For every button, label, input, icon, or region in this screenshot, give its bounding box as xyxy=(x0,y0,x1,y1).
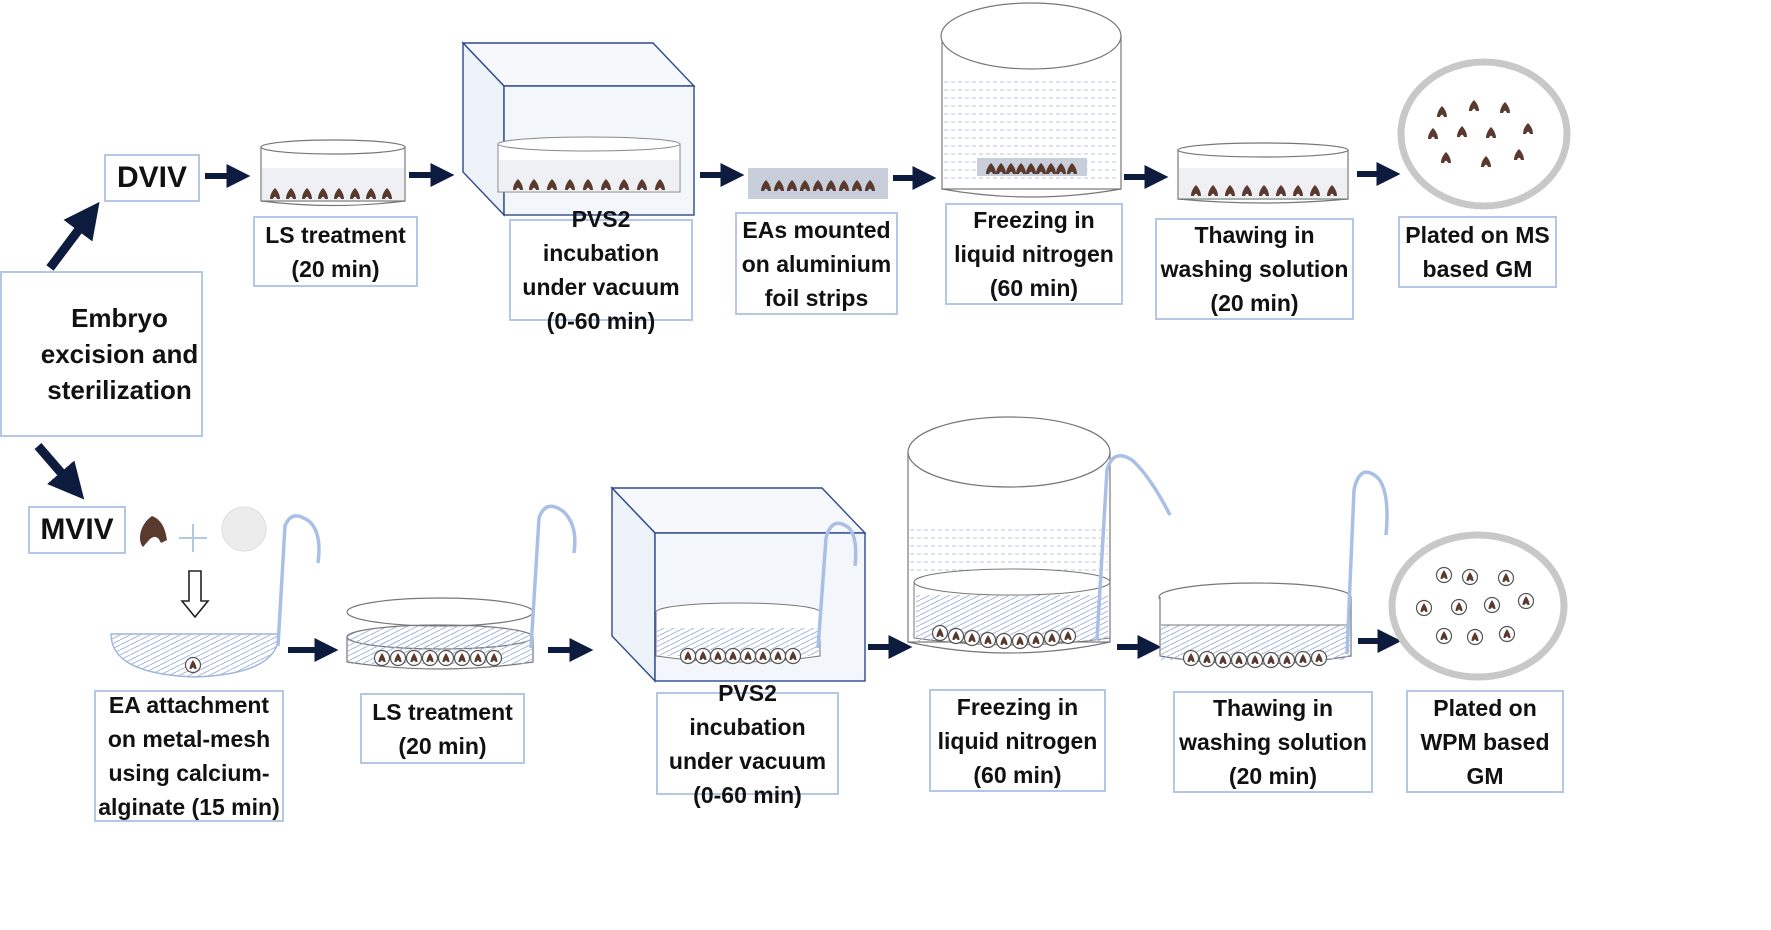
mviv-step-ea-attachment: EA attachment on metal-mesh using calciu… xyxy=(94,690,284,822)
dviv-label-box: DVIV xyxy=(104,154,200,202)
start-label: Embryo excision and sterilization xyxy=(40,303,199,405)
arrow-start-to-dviv xyxy=(46,201,100,271)
mviv-step-freezing: Freezing in liquid nitrogen (60 min) xyxy=(929,689,1106,792)
mviv-label-box: MVIV xyxy=(28,506,126,554)
mviv-icons xyxy=(140,506,267,619)
dviv-arrows xyxy=(205,162,1401,190)
dviv-step-ls-treatment: LS treatment (20 min) xyxy=(253,216,418,287)
petri-plate-mviv xyxy=(1388,531,1568,681)
down-arrow-icon xyxy=(180,570,210,619)
mesh-tray xyxy=(110,514,321,678)
dviv-step-plating: Plated on MS based GM xyxy=(1398,216,1557,288)
ls-dish-dviv xyxy=(260,139,406,207)
nitrogen-dewar-dviv xyxy=(940,2,1122,198)
vacuum-chamber-dviv xyxy=(461,41,696,217)
vacuum-chamber-mviv xyxy=(610,486,867,683)
dviv-label: DVIV xyxy=(116,161,188,194)
dviv-step-pvs2-incubation: PVS2 incubation under vacuum (0-60 min) xyxy=(509,206,693,334)
petri-plate-dviv xyxy=(1397,58,1571,210)
thaw-dish-dviv xyxy=(1177,142,1349,204)
arrow-start-to-mviv xyxy=(34,443,85,500)
embryo-icon xyxy=(140,516,167,547)
mviv-step-thawing: Thawing in washing solution (20 min) xyxy=(1173,691,1373,793)
dviv-step-freezing: Freezing in liquid nitrogen (60 min) xyxy=(945,203,1123,305)
mviv-step-ls-treatment: LS treatment (20 min) xyxy=(360,693,525,764)
foil-strip xyxy=(748,168,888,199)
thaw-dish-mviv xyxy=(1158,470,1389,669)
mviv-step-pvs2-incubation: PVS2 incubation under vacuum (0-60 min) xyxy=(656,680,839,808)
dviv-step-foil-mounting: EAs mounted on aluminium foil strips xyxy=(735,212,898,315)
alginate-bead-icon xyxy=(221,506,267,552)
mviv-arrows xyxy=(288,629,1402,662)
mviv-step-plating: Plated on WPM based GM xyxy=(1406,690,1564,793)
ls-dish-mviv xyxy=(346,504,577,670)
mviv-label: MVIV xyxy=(40,513,114,546)
start-box: Embryo excision and sterilization xyxy=(0,271,203,437)
dviv-step-thawing: Thawing in washing solution (20 min) xyxy=(1155,218,1354,320)
nitrogen-dewar-mviv xyxy=(907,416,1172,654)
